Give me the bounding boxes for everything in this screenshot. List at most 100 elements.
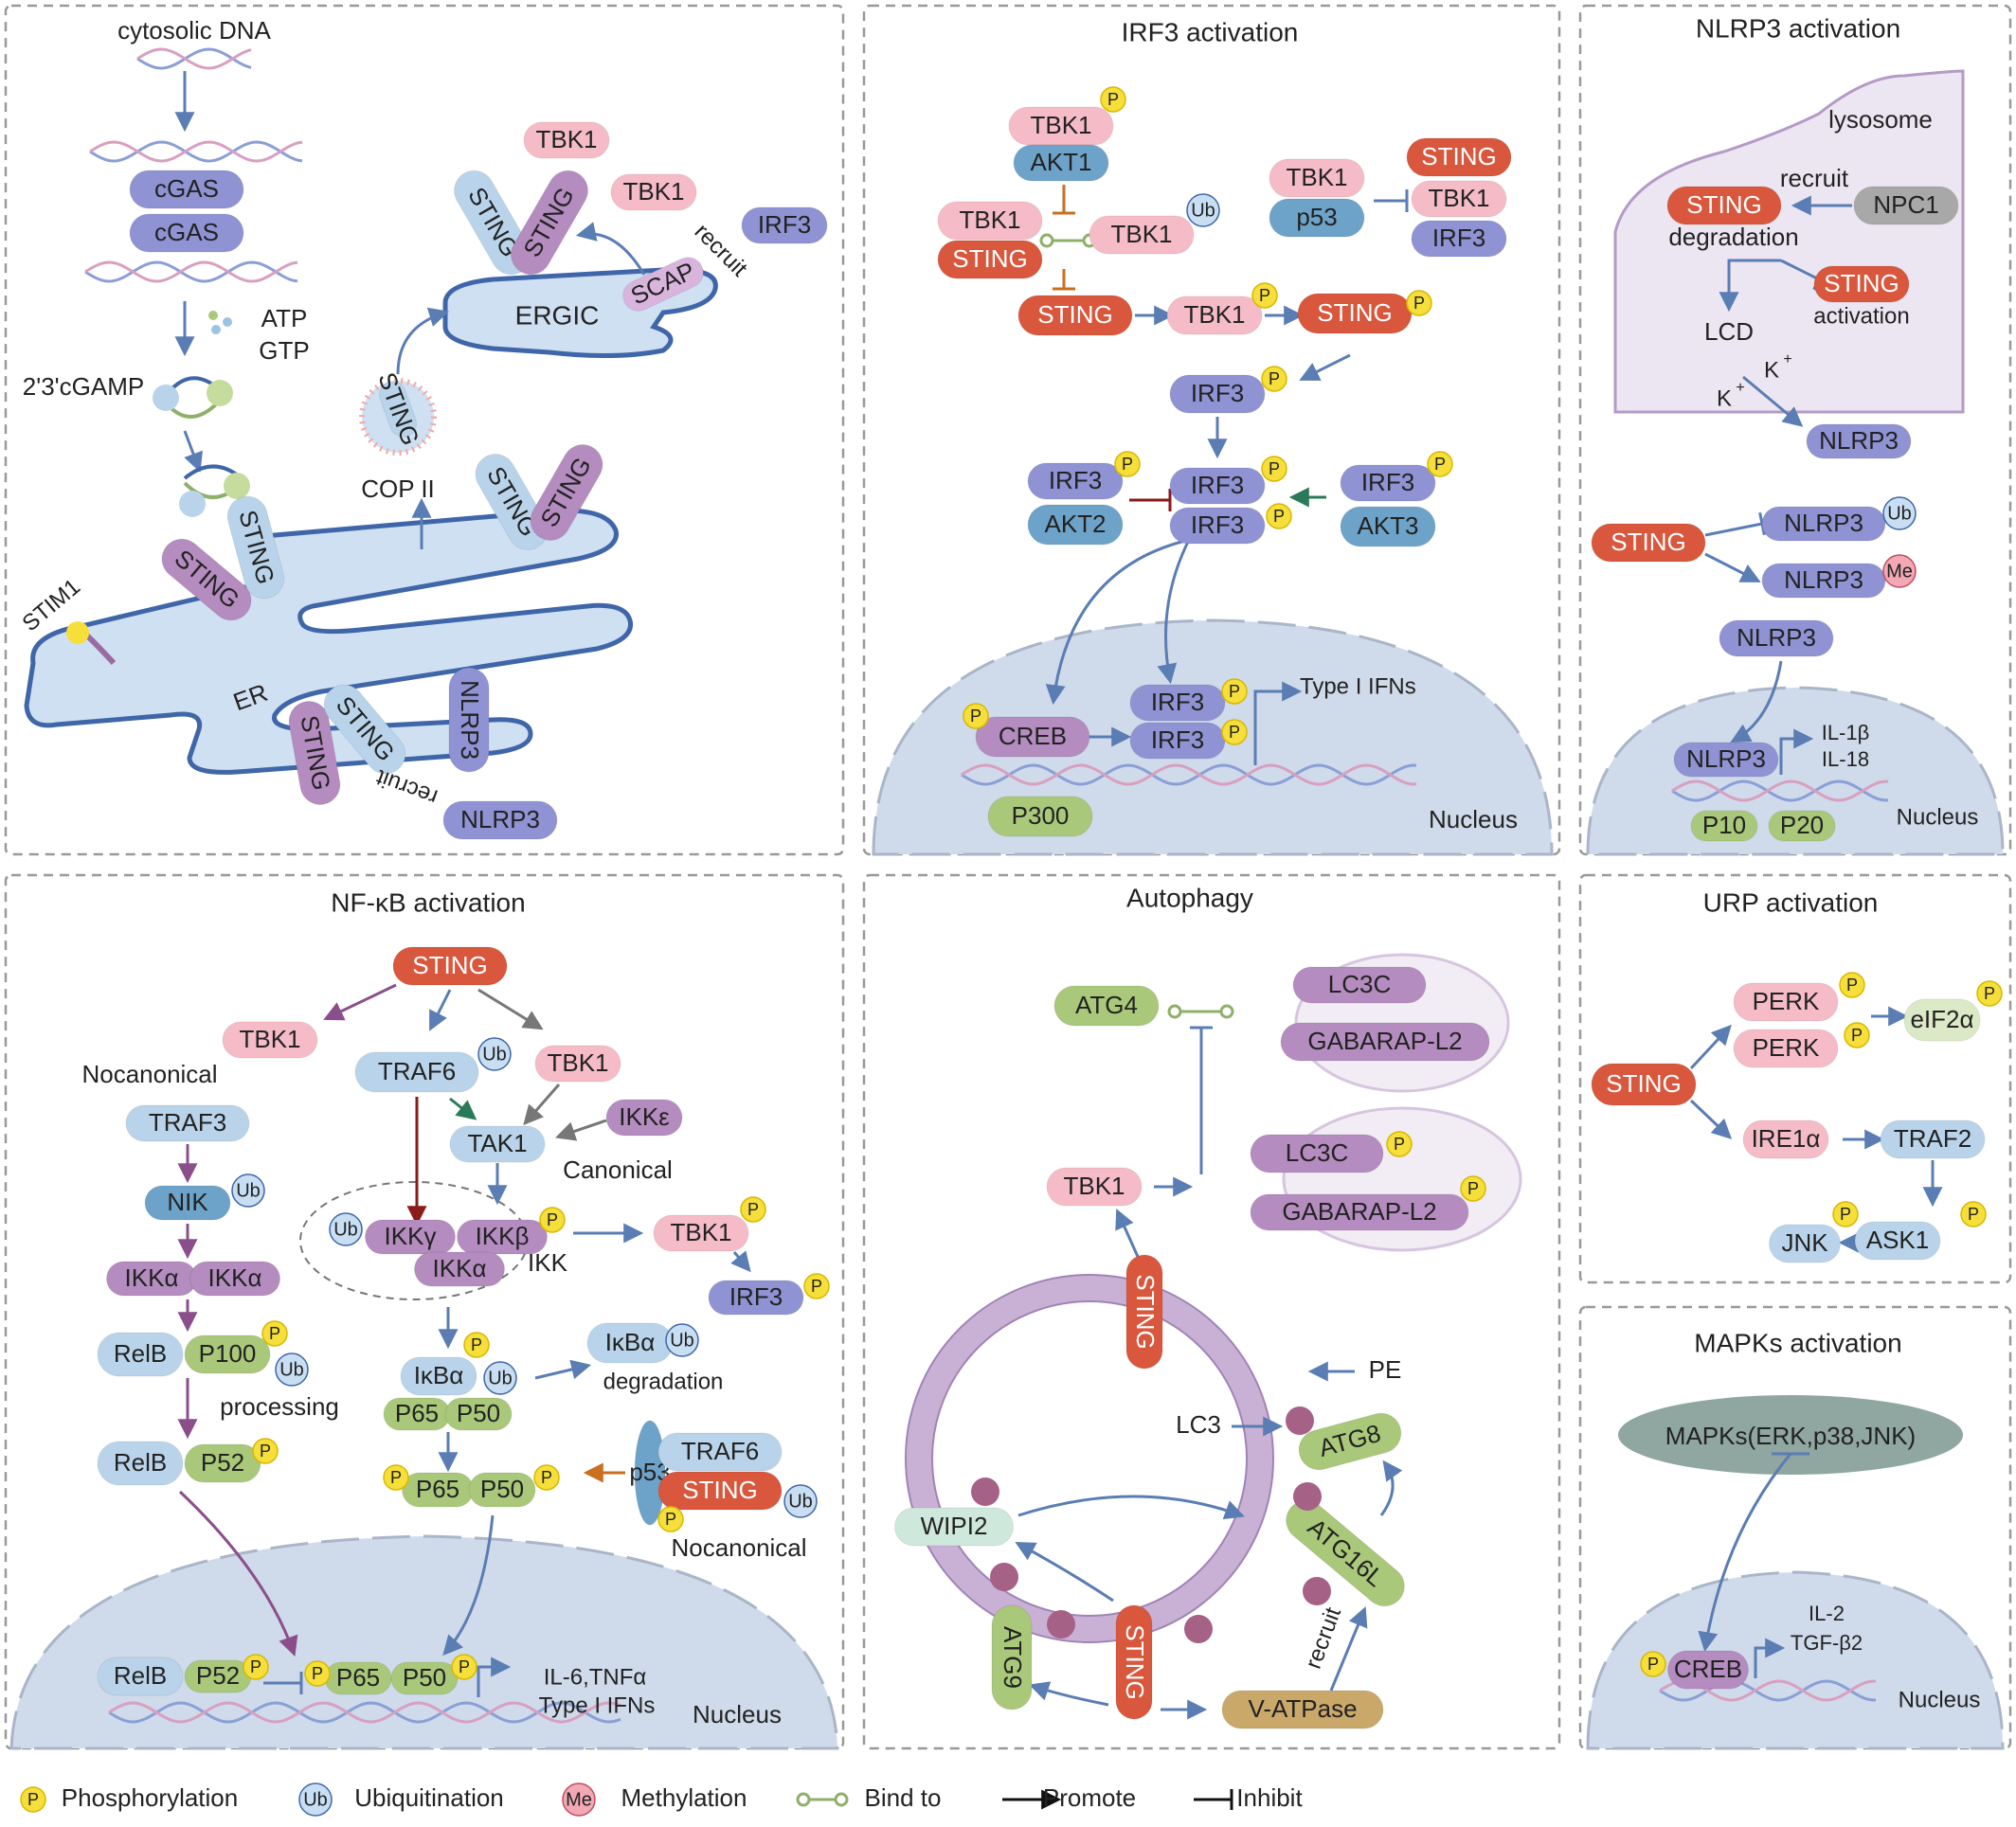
svg-text:Ub: Ub [279,1359,304,1380]
label-panel3-il1b: IL-1β [1822,721,1870,744]
molecule-panel4-sting2: STING [657,1471,783,1511]
label-panel3-lcd: LCD [1704,317,1754,346]
molecule-label: TBK1 [1063,1172,1125,1200]
svg-text:P: P [1413,294,1425,313]
molecule-panel6-jnk: JNK [1769,1224,1841,1263]
molecule-label: STING [412,951,487,979]
molecule-panel4-p65c: P65 [324,1661,392,1695]
molecule-panel4-p50: P50 [444,1397,513,1431]
molecule-label: P52 [196,1661,240,1690]
p-badge: P [1839,972,1865,998]
molecule-panel5-sting_top: STING [1125,1254,1163,1370]
molecule-label: AKT3 [1357,511,1418,540]
svg-text:P: P [1259,286,1270,305]
p-badge: P [740,1196,766,1223]
label-panel5-recruit: recruit [1301,1603,1346,1672]
label-panel1-cop2: COP II [361,475,435,503]
molecule-panel1-tbk1_b: TBK1 [610,173,697,211]
molecule-panel3-sting2: STING [1591,523,1706,563]
molecule-label: RelB [114,1339,167,1368]
molecule-label: NLRP3 [1784,509,1863,537]
p-badge: P [963,703,989,729]
molecule-panel3-nlrp3_mid: NLRP3 [1719,619,1834,657]
molecule-panel4-traf3: TRAF3 [125,1104,250,1142]
label-panel6-title: URP activation [1703,887,1879,917]
svg-text:P: P [547,1210,558,1229]
molecule-panel5-atg8: ATG8 [1298,1412,1402,1471]
p-badge: P [1100,86,1126,113]
molecule-panel6-traf2: TRAF2 [1880,1119,1986,1159]
ub-badge: Ub [329,1212,363,1246]
molecule-label: CREB [999,722,1067,750]
molecule-label: NLRP3 [1784,565,1863,594]
p-badge: P [1844,1022,1870,1048]
svg-text:Ub: Ub [670,1330,694,1351]
label-panel2-title: IRF3 activation [1122,17,1299,46]
label-legend-phos: Phosphorylation [62,1783,238,1812]
molecule-panel2-tbk1_ub: TBK1 [1089,215,1195,255]
molecule-label: GABARAP-L2 [1307,1027,1462,1055]
svg-text:P: P [970,707,981,725]
ub-badge: Ub [298,1782,333,1817]
molecule-panel3-nlrp3_lys: NLRP3 [1806,423,1912,459]
p-badge: P [1266,503,1292,529]
molecule-panel1-sting_a: STING [511,170,588,276]
molecule-panel3-nlrp3_ub: NLRP3 [1761,506,1886,542]
dna-helix [136,47,252,70]
molecule-panel1-nlrp3_a: NLRP3 [448,667,490,773]
molecule-panel2-sting_mid: STING [1017,295,1133,336]
molecule-panel4-ikka_b: IKKα [189,1261,280,1297]
molecule-panel1-cgas_bottom: cGAS [129,213,244,253]
molecule-label: P100 [199,1339,257,1368]
label-panel2-nucleus: Nucleus [1429,805,1518,833]
label-panel4-degradation: degradation [603,1369,724,1394]
molecule-panel2-tbk1_sting: TBK1 [937,201,1043,241]
p-badge: P [1386,1131,1413,1157]
molecule-label: P50 [403,1663,446,1692]
svg-text:P: P [1269,369,1280,388]
molecule-panel2-p53: p53 [1269,198,1365,238]
svg-text:P: P [811,1277,822,1296]
label-panel5-title: Autophagy [1126,883,1253,912]
label-panel1-gtp: GTP [259,336,309,365]
svg-text:P: P [1122,455,1133,474]
p-badge: P [1261,456,1287,482]
label-panel3-k1: K [1764,357,1779,383]
label-panel4-nocanonical: Nocanonical [81,1060,217,1088]
svg-text:P: P [541,1468,552,1487]
molecule-label: CREB [1674,1655,1742,1683]
ub-badge: Ub [275,1352,309,1387]
p-badge: P [539,1207,566,1233]
molecule-label: ASK1 [1866,1226,1930,1254]
molecule-panel3-npc1: NPC1 [1853,186,1959,225]
molecule-panel1-irf3: IRF3 [741,206,828,244]
p-badge: P [1976,980,2003,1007]
label-panel3-k2: K [1717,385,1732,411]
molecule-panel6-sting: STING [1591,1063,1697,1106]
molecule-label: TBK1 [547,1048,608,1077]
molecule-panel2-irf3_akt2: IRF3 [1027,462,1124,500]
molecule-panel2-tbk1_mid: TBK1 [1166,296,1263,335]
molecule-label: WIPI2 [921,1512,988,1540]
molecule-panel3-sting_act: STING [1813,265,1910,303]
molecule-panel4-tbk1_mid: TBK1 [534,1045,621,1083]
molecule-panel4-p50c: P50 [390,1661,459,1695]
molecule-label: IκBα [605,1328,656,1356]
p-badge: P [1221,678,1248,705]
molecule-label: STING [1121,1624,1149,1699]
label-panel4-canonical: Canonical [563,1155,673,1184]
molecule-label: PERK [1753,1033,1820,1062]
molecule-panel5-tbk1: TBK1 [1046,1167,1143,1207]
svg-text:P: P [1434,455,1446,474]
molecule-label: TBK1 [1183,300,1245,329]
molecule-panel5-wipi2: WIPI2 [894,1507,1014,1547]
label-panel1-atp: ATP [261,304,308,332]
svg-text:P: P [1107,90,1119,109]
molecule-panel4-irf3: IRF3 [708,1280,804,1316]
molecule-label: AKT2 [1044,510,1106,538]
molecule-label: NIK [167,1188,208,1216]
molecule-panel2-irf3_nuc_bottom: IRF3 [1129,722,1226,760]
svg-text:Ub: Ub [236,1180,261,1201]
p-badge: P [243,1654,269,1680]
